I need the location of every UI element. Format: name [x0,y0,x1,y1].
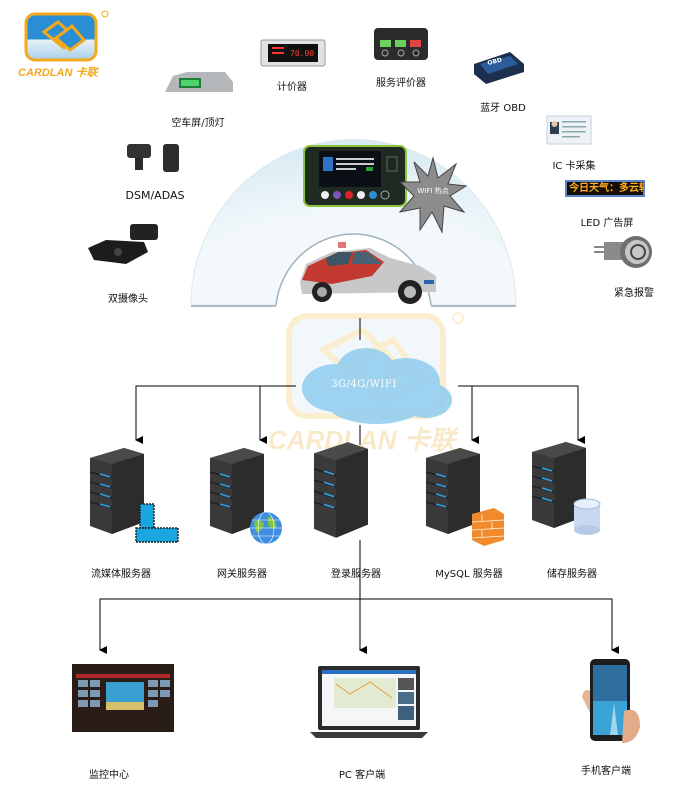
database-icon [573,498,601,535]
led-screen-icon: 今日天气：多云转 [565,180,645,197]
emergency-button-icon [594,236,652,268]
wifi-hotspot-label: WIFI 热点 [417,187,449,195]
laptop-icon [310,666,428,738]
network-label: 3G/4G/WIFI [331,379,397,390]
client-label-monitoring: 监控中心 [89,770,129,781]
dual-camera-icon [88,224,158,264]
client-label-mobile: 手机客户端 [581,766,631,777]
taxi-car-icon [300,242,436,304]
wifi-hotspot-burst [398,156,468,234]
server-label-login: 登录服务器 [331,569,381,580]
server-label-storage: 储存服务器 [547,569,597,580]
film-strip-icon [135,503,179,543]
obd-label: 蓝牙 OBD [480,103,526,114]
client-label-pc: PC 客户端 [338,770,386,781]
globe-icon [250,511,282,545]
monitoring-wall-icon [72,664,174,732]
brand-logo: CARDLAN 卡联 [18,8,113,80]
network-cloud-icon [302,348,452,424]
svg-text:70.00: 70.00 [290,49,314,58]
alarm-label: 紧急报警 [614,288,654,299]
server-tower-icon [313,441,369,539]
service-evaluator-icon [374,28,428,60]
dsm-label: DSM/ADAS [125,189,185,202]
smartphone-icon [582,659,640,743]
taximeter-icon: 70.00 [260,39,326,67]
server-label-gateway: 网关服务器 [217,569,267,580]
meter-label: 计价器 [277,82,307,93]
bluetooth-obd-icon: OBD [474,52,524,84]
vehicle-terminal-icon [303,145,407,207]
svg-text:OBD: OBD [487,57,503,67]
server-label-streaming: 流媒体服务器 [91,569,151,580]
led-screen-text: 今日天气：多云转 [569,183,645,194]
handshake-logo-icon [24,10,109,62]
firewall-icon [471,508,505,546]
ic-card-icon [546,115,592,145]
led-label: LED 广告屏 [580,218,634,229]
dual-camera-label: 双摄像头 [108,294,148,305]
roof-light-label: 空车屏/顶灯 [171,118,225,129]
taxi-roof-light-icon [165,72,233,92]
ic-card-label: IC 卡采集 [552,161,596,172]
dsm-adas-camera-icon [127,144,179,172]
server-label-mysql: MySQL 服务器 [435,569,503,580]
brand-name: CARDLAN 卡联 [18,67,98,79]
evaluator-label: 服务评价器 [376,78,426,89]
